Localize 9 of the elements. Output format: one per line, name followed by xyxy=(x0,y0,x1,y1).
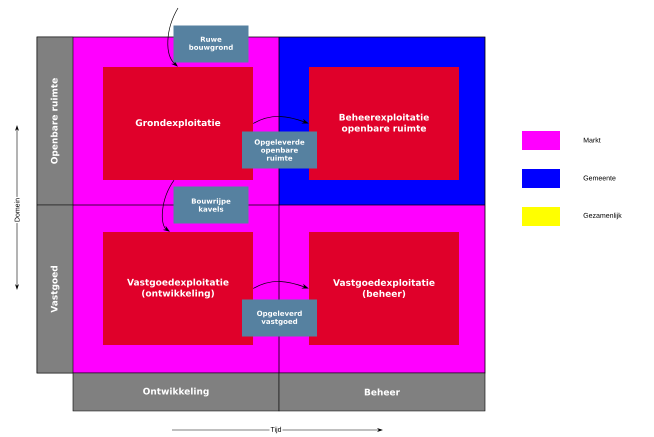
header-band: Vastgoed xyxy=(36,204,74,374)
process-box: Grondexploitatie xyxy=(103,67,253,180)
arrow xyxy=(162,180,174,232)
header-band: Beheer xyxy=(278,372,486,412)
process-box: Vastgoedexploitatie (beheer) xyxy=(309,232,459,345)
process-box: Beheerexploitatie openbare ruimte xyxy=(309,67,459,180)
header-band: Openbare ruimte xyxy=(36,36,74,206)
header-band: Ontwikkeling xyxy=(72,372,280,412)
process-box: Vastgoedexploitatie (ontwikkeling) xyxy=(103,232,253,345)
